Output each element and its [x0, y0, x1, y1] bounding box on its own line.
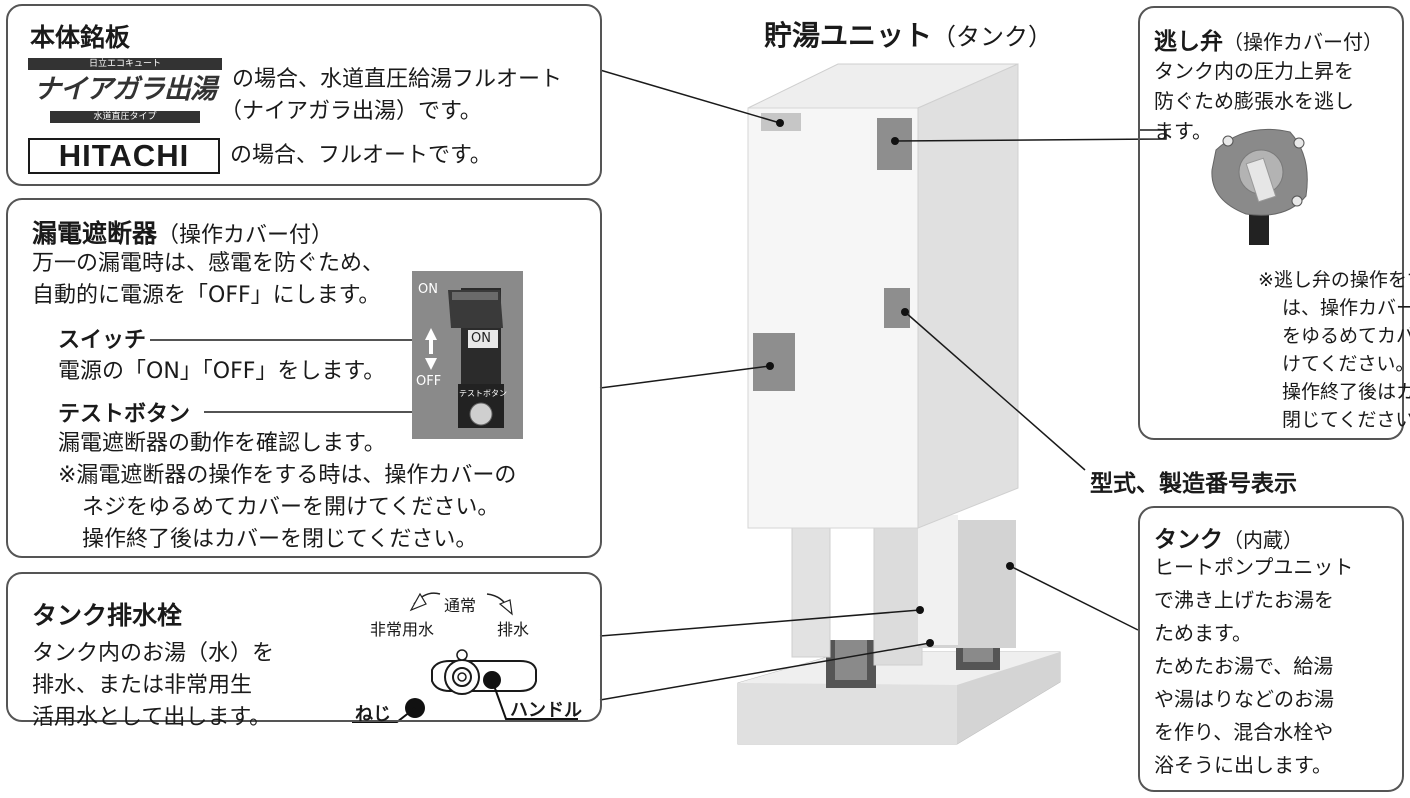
- niagara-logo-main: ナイアガラ出湯: [34, 74, 217, 105]
- niagara-logo: 日立エコキュート ナイアガラ出湯 水道直圧タイプ: [28, 58, 222, 124]
- relief-desc3: ます。: [1154, 119, 1212, 143]
- breaker-note2: ネジをゆるめてカバーを開けてください。: [82, 495, 500, 520]
- niagara-logo-top: 日立エコキュート: [28, 58, 222, 70]
- nameplate-line3: の場合、フルオートです。: [230, 143, 492, 168]
- model-plate: [884, 288, 910, 328]
- hitachi-logo: HITACHI: [28, 138, 220, 174]
- dot-breaker: [766, 362, 774, 370]
- up-arrow-icon: [425, 328, 437, 340]
- switch-title: スイッチ: [58, 328, 147, 353]
- dot-tank: [1006, 562, 1014, 570]
- callout-drain-1: [599, 609, 921, 637]
- relief-note4: けてください。: [1282, 353, 1410, 375]
- callout-lines: [150, 69, 1167, 701]
- unit-legs: [791, 514, 1016, 666]
- dot-drain-2: [926, 639, 934, 647]
- nameplate-line1: の場合、水道直圧給湯フルオート: [232, 67, 563, 92]
- base-plate: [737, 651, 1061, 745]
- tank-line: を作り、混合水栓や: [1154, 720, 1334, 744]
- relief-desc2: 防ぐため膨張水を逃し: [1154, 89, 1354, 113]
- drain-label-screw: ねじ: [355, 704, 391, 725]
- drain-plug-illustration: [352, 592, 578, 723]
- tank-line: で沸き上げたお湯を: [1154, 588, 1334, 612]
- switch-on-label: ON: [471, 331, 491, 346]
- relief-title: 逃し弁: [1154, 29, 1223, 55]
- relief-note3: をゆるめてカバーを開: [1282, 325, 1410, 347]
- nameplate-line2: （ナイアガラ出湯）です。: [220, 99, 482, 124]
- unit-title-note: （タンク）: [932, 23, 1053, 51]
- relief-note5: 操作終了後はカバーを: [1282, 381, 1410, 403]
- model-serial-label: 型式、製造番号表示: [1090, 471, 1297, 497]
- relief-note6: 閉じてください。: [1282, 409, 1410, 431]
- drain-label-normal: 通常: [444, 596, 477, 615]
- tank-line: や湯はりなどのお湯: [1154, 687, 1334, 711]
- dot-nameplate: [776, 119, 784, 127]
- callout-model: [904, 311, 1086, 471]
- panel-test-label: テストボタン: [459, 389, 507, 398]
- test-desc: 漏電遮断器の動作を確認します。: [58, 431, 386, 456]
- nameplate-box: 本体銘板 日立エコキュート ナイアガラ出湯 水道直圧タイプ の場合、水道直圧給湯…: [6, 4, 602, 186]
- breaker-title-note: （操作カバー付）: [157, 223, 334, 248]
- relief-box: 逃し弁（操作カバー付） タンク内の圧力上昇を 防ぐため膨張水を逃し ます。 ※逃…: [1138, 6, 1410, 440]
- relief-valve-illustration: [1211, 128, 1308, 245]
- relief-heading: 逃し弁（操作カバー付）: [1154, 22, 1383, 56]
- callout-relief: [894, 129, 1167, 142]
- breaker-note1: ※漏電遮断器の操作をする時は、操作カバーの: [58, 463, 517, 488]
- callout-breaker: [599, 365, 771, 389]
- relief-note1-line: ※逃し弁の操作をする時: [1258, 269, 1410, 291]
- drain-label-emergency: 非常用水: [370, 620, 435, 639]
- callout-tank: [1009, 565, 1139, 631]
- test-button-icon: [469, 402, 493, 426]
- breaker-note3: 操作終了後はカバーを閉じてください。: [82, 527, 478, 552]
- tank-line: ためたお湯で、給湯: [1154, 654, 1334, 678]
- unit-title-bold: 貯湯ユニット: [764, 19, 933, 52]
- tank-line: ヒートポンプユニット: [1154, 555, 1354, 579]
- down-arrow-icon: [425, 358, 437, 370]
- screw-icon: [1291, 195, 1303, 207]
- drain-desc1: タンク内のお湯（水）を: [32, 641, 275, 666]
- tank-title-note: （内蔵）: [1223, 528, 1303, 552]
- drain-label-handle: ハンドル: [510, 700, 582, 721]
- tank-box: タンク（内蔵） ヒートポンプユニット で沸き上げたお湯を ためます。 ためたお湯…: [1138, 506, 1404, 792]
- dot-relief: [891, 137, 899, 145]
- breaker-desc1: 万一の漏電時は、感電を防ぐため、: [32, 251, 385, 276]
- breaker-heading: 漏電遮断器（操作カバー付）: [32, 214, 333, 252]
- screw-icon: [1293, 137, 1305, 149]
- relief-desc1: タンク内の圧力上昇を: [1154, 59, 1354, 83]
- drain-desc2: 排水、または非常用生: [32, 673, 253, 698]
- tank-heading: タンク（内蔵）: [1154, 520, 1303, 554]
- drain-box: タンク排水栓 タンク内のお湯（水）を 排水、または非常用生 活用水として出します…: [6, 572, 602, 730]
- breaker-desc2: 自動的に電源を「OFF」にします。: [32, 283, 381, 308]
- panel-on-label: ON: [418, 282, 438, 297]
- breaker-cover: [753, 333, 795, 391]
- tank-body: [747, 63, 1019, 529]
- nameplate-title: 本体銘板: [30, 23, 131, 52]
- unit-title: 貯湯ユニット（タンク）: [764, 14, 1052, 54]
- drain-title: タンク排水栓: [32, 601, 183, 630]
- niagara-logo-bottom: 水道直圧タイプ: [50, 111, 200, 123]
- drain-desc3: 活用水として出します。: [32, 705, 272, 730]
- callout-nameplate: [599, 69, 781, 124]
- tank-line: 浴そうに出します。: [1154, 753, 1332, 777]
- relief-title-note: （操作カバー付）: [1223, 30, 1383, 54]
- breaker-panel: [412, 271, 523, 439]
- callout-drain-2: [599, 642, 931, 701]
- panel-off-label: OFF: [416, 374, 442, 389]
- dot-model: [901, 308, 909, 316]
- drain-label-drain: 排水: [497, 620, 530, 639]
- dot-drain-1: [916, 606, 924, 614]
- test-title: テストボタン: [58, 402, 191, 427]
- screw-icon: [1222, 135, 1234, 147]
- tank-title: タンク: [1154, 527, 1223, 553]
- switch-desc: 電源の「ON」「OFF」をします。: [58, 359, 386, 384]
- breaker-title: 漏電遮断器: [32, 219, 158, 248]
- breaker-on-indicator: [468, 330, 498, 348]
- tank-line: ためます。: [1154, 621, 1252, 645]
- breaker-box: 漏電遮断器（操作カバー付） 万一の漏電時は、感電を防ぐため、 自動的に電源を「O…: [6, 198, 602, 558]
